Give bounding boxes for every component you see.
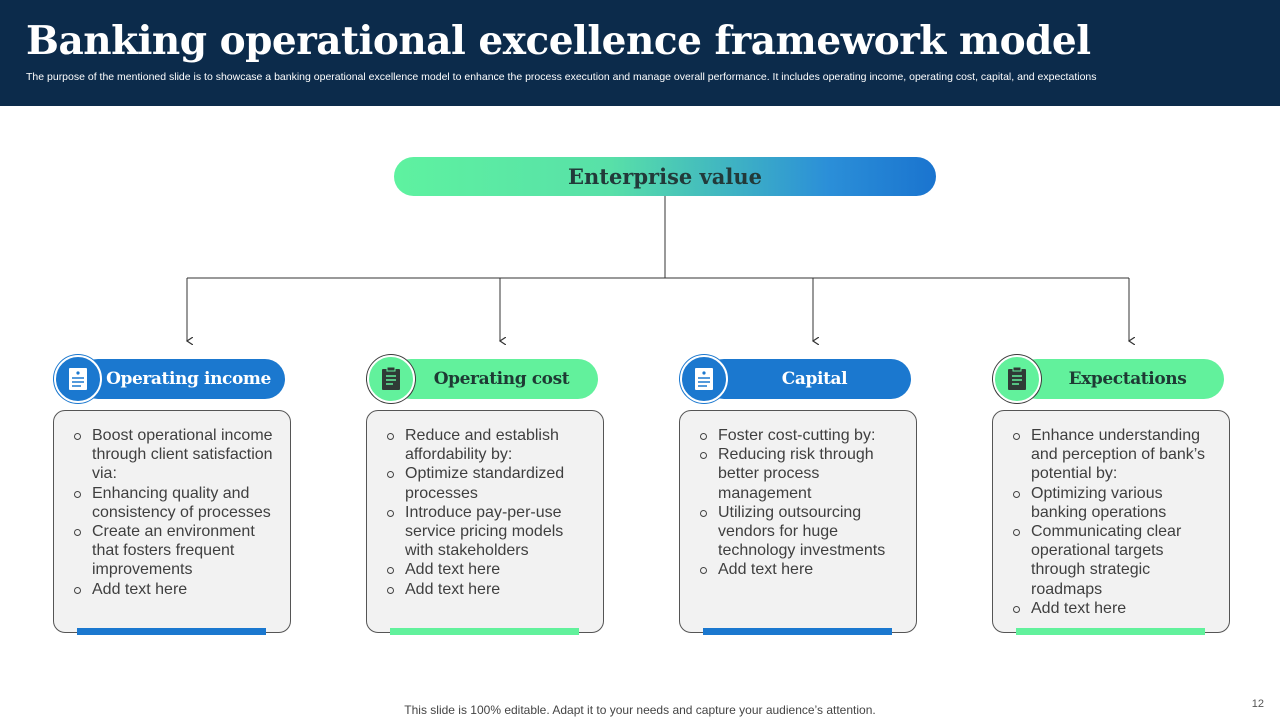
expectations-card: Enhance understanding and perception of …: [992, 410, 1230, 633]
list-item: Add text here: [386, 560, 593, 579]
list-item: Enhance understanding and perception of …: [1012, 426, 1219, 484]
capital-pill: Capital: [704, 359, 911, 399]
expectations-label: Expectations: [1068, 369, 1187, 389]
list-item: Introduce pay-per-use service pricing mo…: [386, 503, 593, 561]
list-item: Boost operational income through client …: [73, 426, 280, 484]
expectations-accent-bar: [1016, 628, 1205, 635]
footer-note: This slide is 100% editable. Adapt it to…: [404, 703, 876, 717]
page-number: 12: [1251, 698, 1264, 710]
operating-income-card: Boost operational income through client …: [53, 410, 291, 633]
operating-cost-card: Reduce and establish affordability by: O…: [366, 410, 604, 633]
operating-income-pill: Operating income: [78, 359, 285, 399]
capital-label: Capital: [781, 369, 848, 389]
list-item: Optimize standardized processes: [386, 464, 593, 502]
list-item: Add text here: [1012, 599, 1219, 618]
list-item: Add text here: [73, 580, 280, 599]
list-item: Enhancing quality and consistency of pro…: [73, 484, 280, 522]
operating-income-label: Operating income: [106, 369, 271, 389]
slide-title: Banking operational excellence framework…: [26, 18, 1091, 64]
operating-cost-label: Operating cost: [433, 369, 570, 389]
enterprise-value-pill: Enterprise value: [394, 157, 936, 196]
capital-list: Foster cost-cutting by: Reducing risk th…: [680, 411, 916, 580]
enterprise-value-label: Enterprise value: [567, 164, 763, 189]
expectations-list: Enhance understanding and perception of …: [993, 411, 1229, 618]
operating-income-list: Boost operational income through client …: [54, 411, 290, 599]
list-item: Add text here: [386, 580, 593, 599]
clipboard-list-icon: [993, 355, 1041, 403]
operating-income-accent-bar: [77, 628, 266, 635]
list-item: Create an environment that fosters frequ…: [73, 522, 280, 580]
slide-subtitle: The purpose of the mentioned slide is to…: [26, 71, 1097, 83]
list-item: Add text here: [699, 560, 906, 579]
expectations-pill: Expectations: [1017, 359, 1224, 399]
clipboard-list-icon: [367, 355, 415, 403]
header-band: Banking operational excellence framework…: [0, 0, 1280, 106]
list-item: Reduce and establish affordability by:: [386, 426, 593, 464]
list-item: Utilizing outsourcing vendors for huge t…: [699, 503, 906, 561]
capital-accent-bar: [703, 628, 892, 635]
list-item: Optimizing various banking operations: [1012, 484, 1219, 522]
capital-card: Foster cost-cutting by: Reducing risk th…: [679, 410, 917, 633]
operating-cost-pill: Operating cost: [391, 359, 598, 399]
operating-cost-accent-bar: [390, 628, 579, 635]
list-item: Communicating clear operational targets …: [1012, 522, 1219, 599]
document-list-icon: [680, 355, 728, 403]
document-list-icon: [54, 355, 102, 403]
list-item: Reducing risk through better process man…: [699, 445, 906, 503]
operating-cost-list: Reduce and establish affordability by: O…: [367, 411, 603, 599]
list-item: Foster cost-cutting by:: [699, 426, 906, 445]
